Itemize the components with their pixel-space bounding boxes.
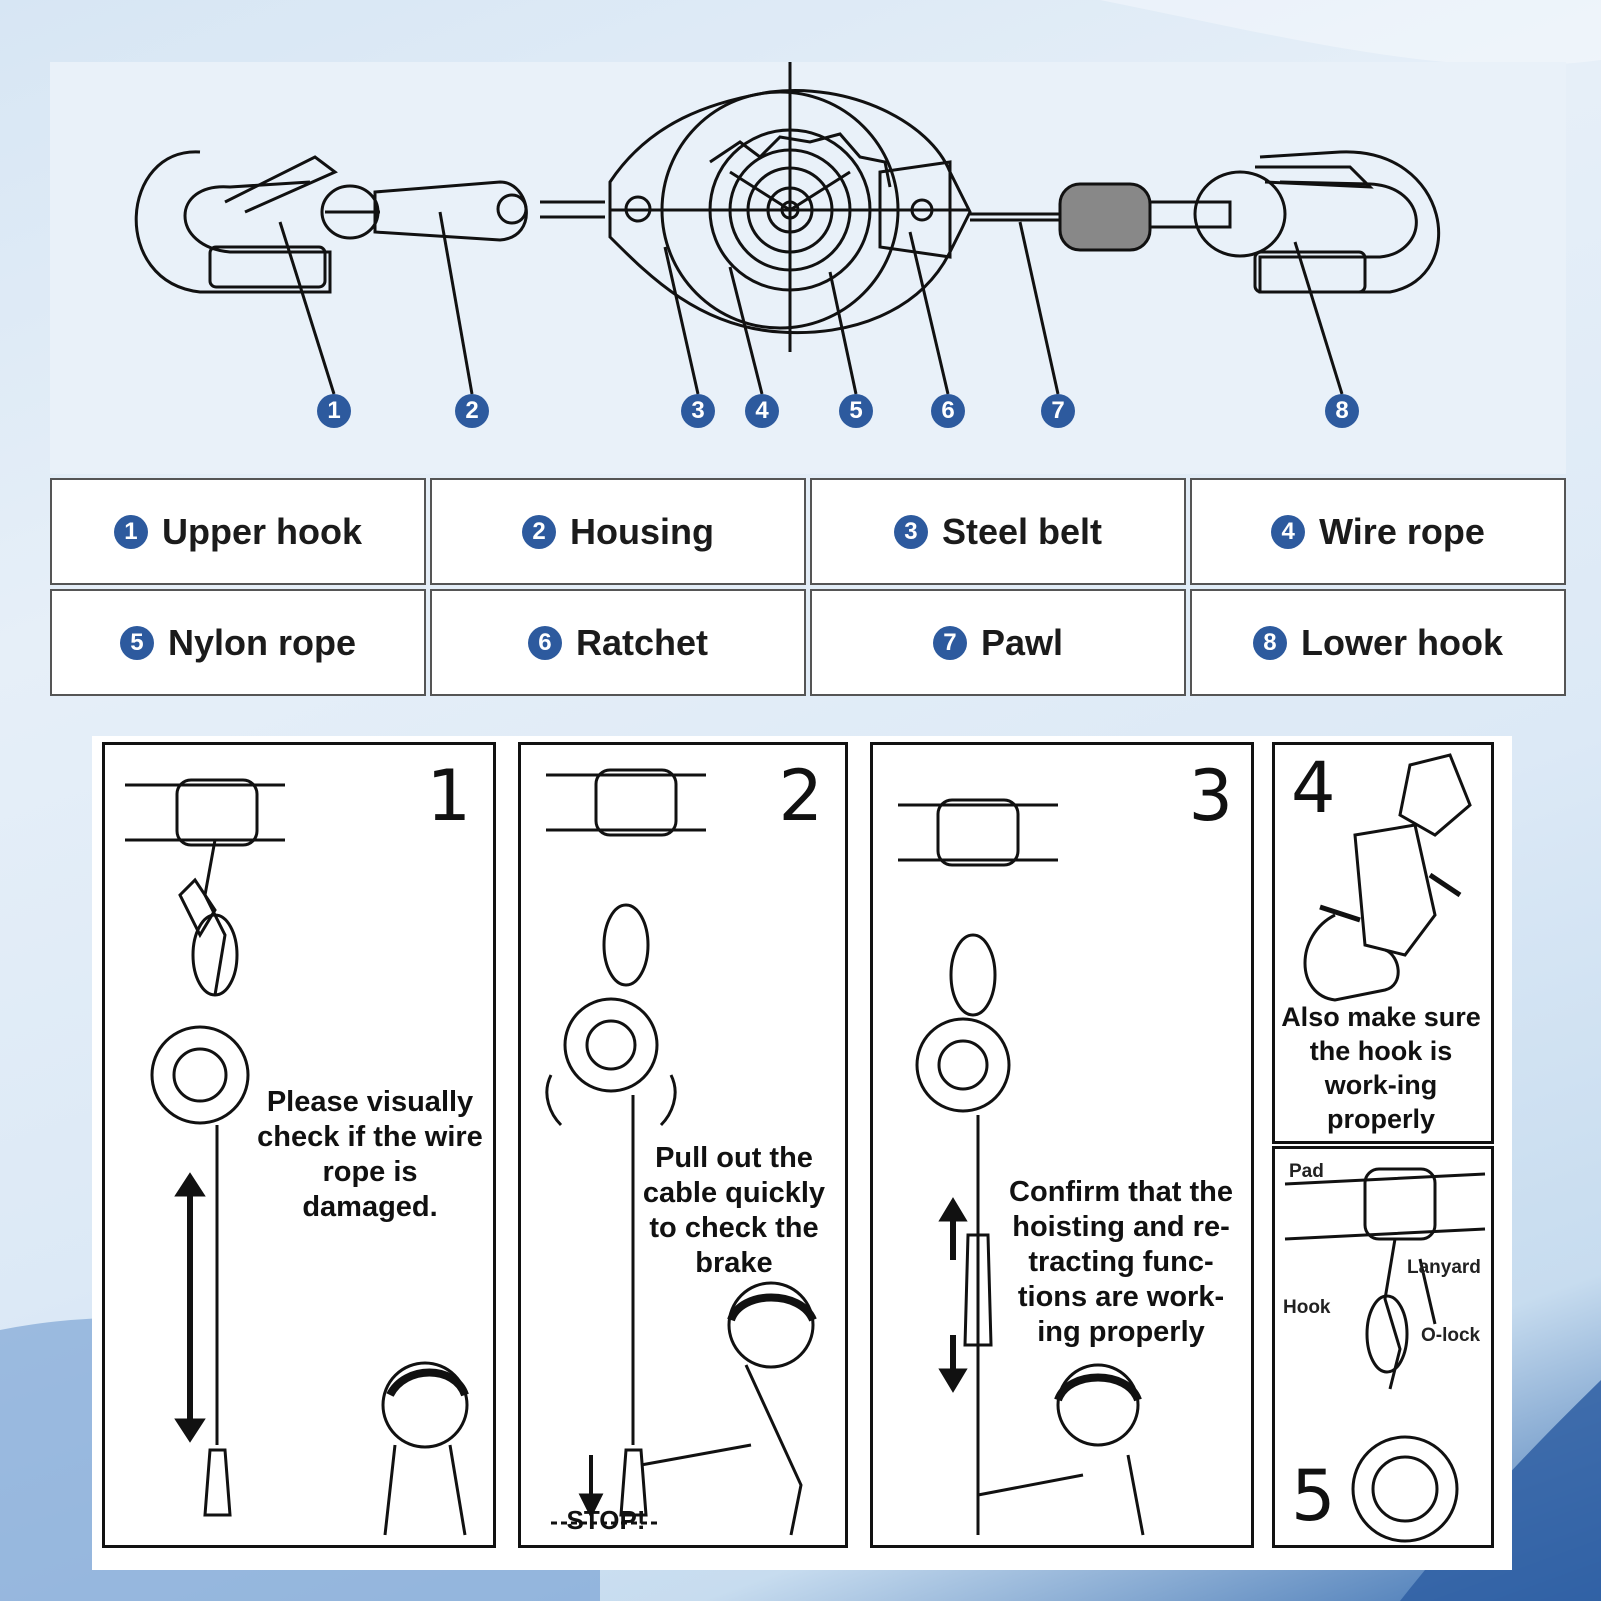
legend-item-wire-rope: 4 Wire rope: [1190, 478, 1566, 585]
legend-label: Housing: [570, 510, 714, 552]
step-1-panel: 1 Please visually check if the wire rope…: [102, 742, 496, 1548]
legend-item-housing: 2 Housing: [430, 478, 806, 585]
step-1-illustration: [125, 778, 469, 1536]
legend-number: 3: [893, 514, 928, 549]
step-5-illustration: [1284, 1167, 1486, 1543]
legend-label: Steel belt: [941, 510, 1103, 552]
step-4-text: Also make sure the hook is work-ing prop…: [1281, 1002, 1481, 1134]
legend-number: 5: [119, 625, 154, 660]
stop-label: STOP!: [566, 1505, 646, 1535]
step-3-number: 3: [1188, 755, 1233, 837]
callout-1: 1: [317, 394, 351, 428]
legend-number: 2: [522, 514, 556, 549]
step-1-text: Please visually check if the wire rope i…: [257, 1086, 483, 1223]
callout-5: 5: [839, 394, 873, 428]
step-3-illustration: [898, 798, 1145, 1536]
callout-4: 4: [745, 394, 779, 428]
step-5-panel: Pad Lanyard Hook O-lock 5: [1272, 1146, 1494, 1548]
step-4-illustration: [1303, 753, 1472, 1002]
legend-item-upper-hook: 1 Upper hook: [50, 478, 426, 585]
step-1-number: 1: [426, 755, 471, 837]
callout-6: 6: [931, 394, 965, 428]
legend-label: Lower hook: [1300, 621, 1503, 663]
pad-label: Pad: [1289, 1161, 1324, 1182]
parts-diagram: 1 2 3 4 5 6 7 8: [50, 62, 1566, 474]
device-exploded-drawing: [134, 62, 1441, 395]
legend-item-pawl: 7 Pawl: [810, 589, 1186, 696]
legend-number: 4: [1271, 514, 1306, 549]
legend-number: 8: [1252, 625, 1287, 660]
step-4-number: 4: [1291, 747, 1336, 829]
usage-steps: 1 Please visually check if the wire rope…: [92, 736, 1512, 1570]
legend-number: 1: [113, 514, 148, 549]
step-2-number: 2: [778, 755, 823, 837]
step-3-panel: 3 Confirm that the hoisting and re-tract…: [870, 742, 1254, 1548]
legend-label: Nylon rope: [167, 621, 356, 663]
legend-number: 6: [527, 625, 562, 660]
legend-label: Pawl: [980, 621, 1064, 663]
step-5-number: 5: [1291, 1455, 1336, 1537]
callout-3: 3: [681, 394, 715, 428]
legend-item-steel-belt: 3 Steel belt: [810, 478, 1186, 585]
olock-label: O-lock: [1421, 1325, 1481, 1346]
step-2-illustration: [545, 768, 817, 1536]
callout-2: 2: [455, 394, 489, 428]
legend-label: Upper hook: [161, 510, 362, 552]
legend-item-lower-hook: 8 Lower hook: [1190, 589, 1566, 696]
callout-8: 8: [1325, 394, 1359, 428]
legend-item-nylon-rope: 5 Nylon rope: [50, 589, 426, 696]
legend-number: 7: [932, 625, 967, 660]
lanyard-label: Lanyard: [1407, 1257, 1481, 1278]
legend-label: Ratchet: [575, 621, 709, 663]
step-2-text: Pull out the cable quickly to check the …: [642, 1142, 826, 1279]
parts-legend: 1 Upper hook 2 Housing 3 Steel belt 4 Wi…: [50, 478, 1566, 696]
step-3-text: Confirm that the hoisting and re-tractin…: [1009, 1176, 1233, 1348]
callout-7: 7: [1041, 394, 1075, 428]
step-2-panel: 2 Pull out the cable quickly to check th…: [518, 742, 848, 1548]
step-4-panel: 4 Also make sure the hook is work-ing pr…: [1272, 742, 1494, 1144]
legend-label: Wire rope: [1319, 510, 1485, 552]
legend-item-ratchet: 6 Ratchet: [430, 589, 806, 696]
hook-label: Hook: [1283, 1297, 1331, 1318]
